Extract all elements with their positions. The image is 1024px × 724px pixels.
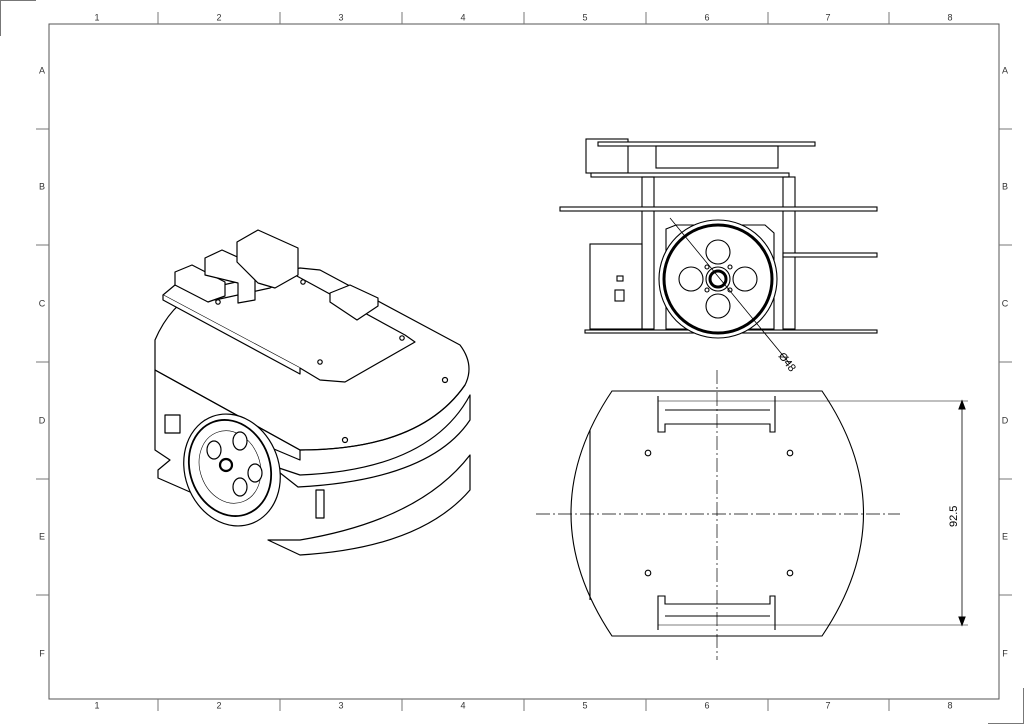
zone-label: B <box>1002 181 1008 191</box>
wheel-diameter-dimension: Ø48 <box>776 350 798 374</box>
middle-plate <box>559 206 878 212</box>
diameter-leader <box>669 217 791 365</box>
mount-hole <box>341 436 349 444</box>
zone-label: 2 <box>216 12 221 22</box>
battery-box <box>589 243 643 330</box>
zone-label: F <box>1002 648 1008 658</box>
zone-label: D <box>39 415 46 425</box>
switch <box>164 414 181 434</box>
top-plate-outline <box>570 390 864 637</box>
middle-plate <box>269 394 471 488</box>
zone-label: E <box>1002 531 1008 541</box>
zone-label: 8 <box>947 700 952 710</box>
robot-top-view: 92.5 <box>536 370 968 660</box>
zone-label: 5 <box>582 700 587 710</box>
zone-label: 4 <box>460 700 465 710</box>
zone-label: 4 <box>460 12 465 22</box>
standoff <box>315 489 325 519</box>
zone-label: E <box>39 531 45 541</box>
zone-label: 3 <box>338 700 343 710</box>
standoff <box>641 176 655 330</box>
zone-label: 6 <box>704 700 709 710</box>
zone-label: B <box>39 181 45 191</box>
zone-label: A <box>1002 65 1008 75</box>
row-labels-right: A B C D E F <box>1002 65 1009 658</box>
top-board <box>597 141 816 147</box>
robot-isometric-view <box>154 229 471 556</box>
zone-label: 7 <box>825 12 830 22</box>
zone-label: 3 <box>338 12 343 22</box>
zone-label: 1 <box>94 12 99 22</box>
length-dimension: 92.5 <box>948 506 960 527</box>
ethernet-connector <box>236 229 299 289</box>
zone-label: F <box>39 648 45 658</box>
zone-ticks <box>36 12 1012 711</box>
bottom-plate-right <box>782 252 878 258</box>
mount-hole <box>441 376 449 384</box>
zone-label: C <box>39 298 46 308</box>
zone-label: 5 <box>582 12 587 22</box>
column-labels-top: 1 2 3 4 5 6 7 8 <box>94 12 952 22</box>
zone-label: D <box>1002 415 1009 425</box>
zone-label: 8 <box>947 12 952 22</box>
zone-label: C <box>1002 298 1009 308</box>
bottom-plate <box>267 454 471 556</box>
usb-connector <box>174 264 226 303</box>
zone-label: 1 <box>94 700 99 710</box>
wheel <box>183 413 281 527</box>
zone-label: 6 <box>704 12 709 22</box>
robot-side-view: Ø48 <box>559 138 878 374</box>
zone-label: 7 <box>825 700 830 710</box>
wheel <box>658 219 778 339</box>
top-plate <box>590 172 790 178</box>
zone-label: A <box>39 65 45 75</box>
zone-label: 2 <box>216 700 221 710</box>
header-connector <box>329 284 379 321</box>
column-labels-bottom: 1 2 3 4 5 6 7 8 <box>94 700 952 710</box>
row-labels-left: A B C D E F <box>39 65 46 658</box>
